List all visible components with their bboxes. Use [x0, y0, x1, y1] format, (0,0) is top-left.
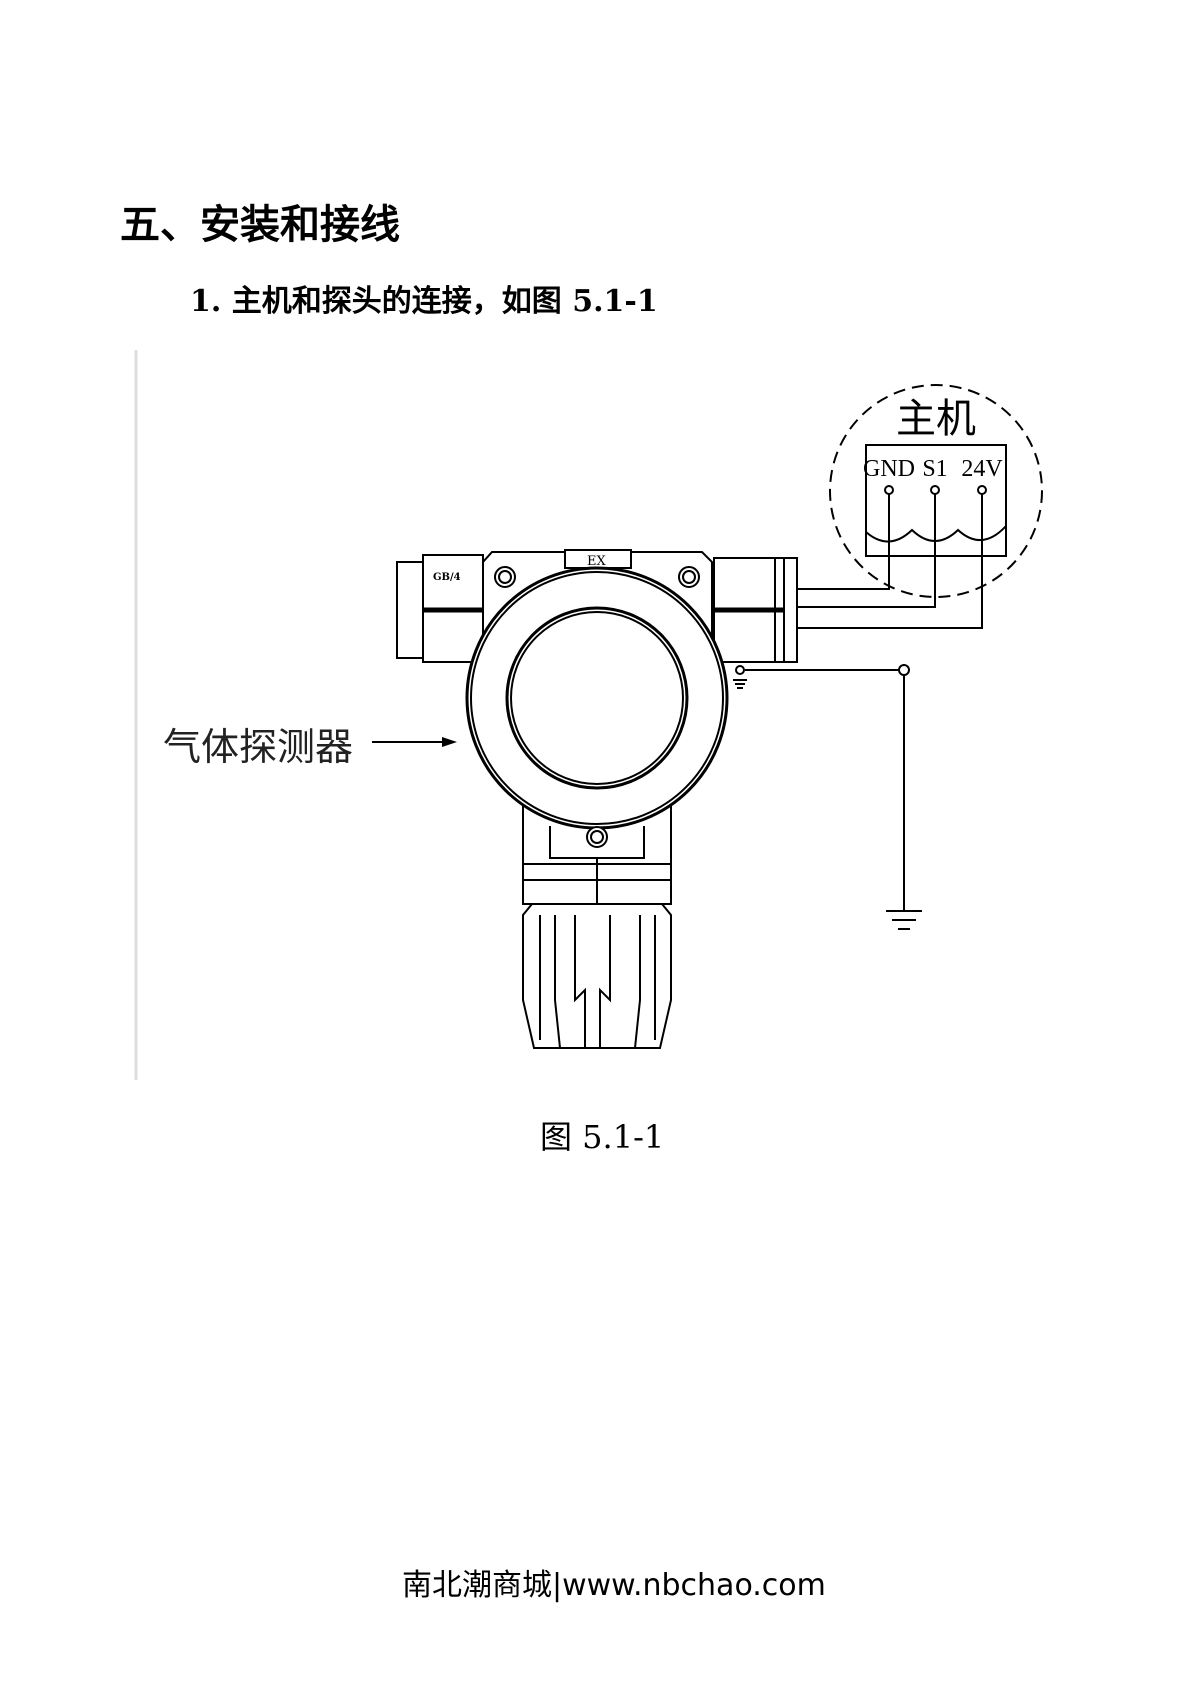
- figure-caption: 图 5.1-1: [540, 1118, 665, 1156]
- footer-watermark: 南北潮商城|www.nbchao.com: [402, 1568, 826, 1603]
- dashed-callout-circle: [829, 384, 1043, 598]
- host-detail: 主机 GND S1 24V: [829, 384, 1043, 628]
- detector-label: 气体探测器: [163, 727, 353, 769]
- item-text: 主机和探头的连接，如图 5.1-1: [231, 284, 658, 319]
- section-heading: 五、安装和接线: [120, 202, 400, 248]
- terminal-s1: S1: [922, 456, 947, 482]
- ground-terminal: [898, 664, 910, 676]
- body-marking: GB/4: [433, 572, 461, 583]
- item-number: 1.: [190, 284, 222, 319]
- list-item: 1. 主机和探头的连接，如图 5.1-1: [190, 276, 658, 320]
- gas-detector: GB/4 EX: [396, 549, 798, 1049]
- host-label: 主机: [896, 396, 976, 441]
- ground-icon: [886, 910, 922, 930]
- arrow-icon: [372, 737, 457, 747]
- terminal-24v: 24V: [961, 456, 1003, 482]
- terminal-gnd: GND: [863, 456, 915, 482]
- ex-marking: EX: [587, 554, 606, 569]
